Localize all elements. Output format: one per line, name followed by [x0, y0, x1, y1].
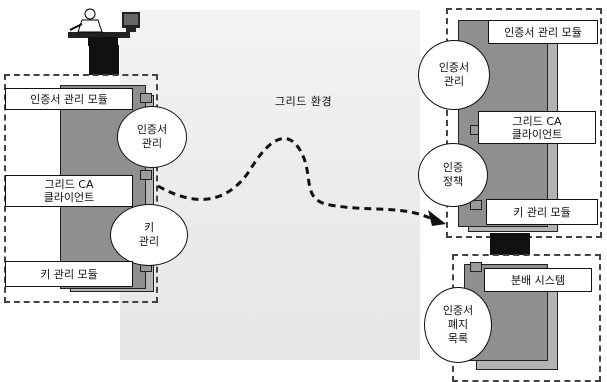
- key-management-module-label: 키 관리 모듈: [486, 199, 598, 225]
- cert-management-module-label: 인증서 관리 모듈: [488, 20, 598, 44]
- module-tab: [470, 262, 482, 272]
- auth-policy-oval: 인증 정책: [418, 143, 488, 207]
- connector-block: [490, 233, 530, 255]
- grid-ca-client-label: 그리드 CA 클라이언트: [478, 111, 596, 144]
- distribution-system-label: 분배 시스템: [484, 268, 592, 292]
- cert-management-oval: 인증서 관리: [418, 40, 490, 110]
- revocation-list-oval: 인증서 폐지 목록: [424, 287, 492, 363]
- arrowhead-icon: [428, 210, 446, 226]
